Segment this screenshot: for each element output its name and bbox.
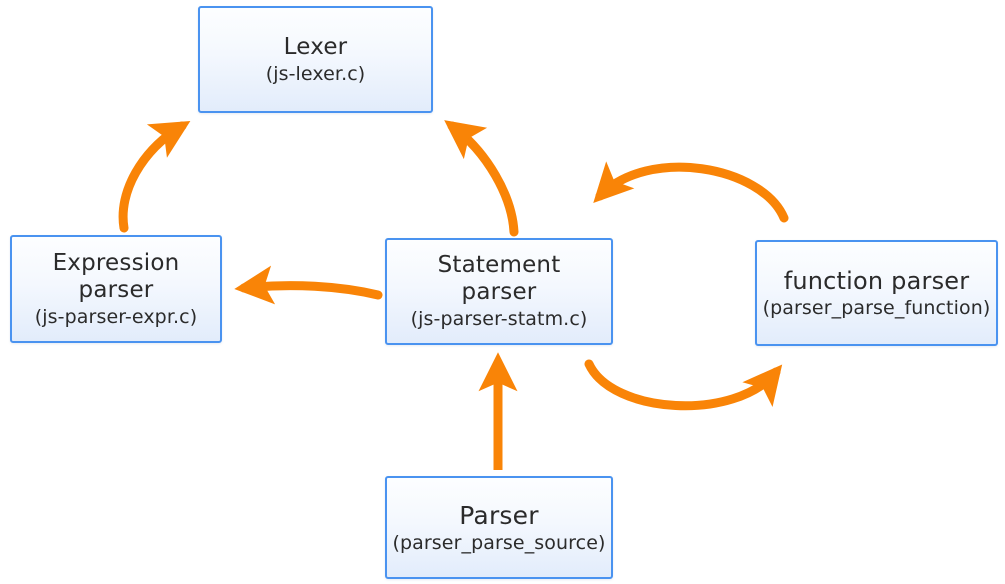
- arrow-statement-to-lexer: [444, 120, 519, 237]
- arrow-function-to-statement: [593, 161, 789, 223]
- node-lexer[interactable]: Lexer (js-lexer.c): [198, 6, 433, 113]
- node-statement-parser-title: Statement parser: [437, 252, 561, 306]
- node-function-parser[interactable]: function parser (parser_parse_function): [755, 240, 998, 346]
- node-function-parser-subtitle: (parser_parse_function): [762, 296, 991, 319]
- node-function-parser-title: function parser: [783, 266, 970, 295]
- arrow-statement-to-expression: [234, 265, 383, 305]
- node-expression-parser[interactable]: Expression parser (js-parser-expr.c): [10, 235, 222, 343]
- arrow-expression-to-lexer: [118, 120, 191, 233]
- node-parser-subtitle: (parser_parse_source): [392, 532, 606, 555]
- arrow-statement-to-function: [584, 359, 783, 411]
- node-expression-parser-subtitle: (js-parser-expr.c): [34, 305, 198, 328]
- node-expression-parser-title: Expression parser: [52, 249, 180, 303]
- node-parser-title: Parser: [459, 500, 539, 530]
- node-statement-parser[interactable]: Statement parser (js-parser-statm.c): [385, 238, 613, 345]
- node-statement-parser-subtitle: (js-parser-statm.c): [410, 308, 588, 331]
- node-lexer-title: Lexer: [283, 33, 348, 60]
- node-lexer-subtitle: (js-lexer.c): [265, 62, 366, 85]
- node-parser[interactable]: Parser (parser_parse_source): [385, 476, 613, 579]
